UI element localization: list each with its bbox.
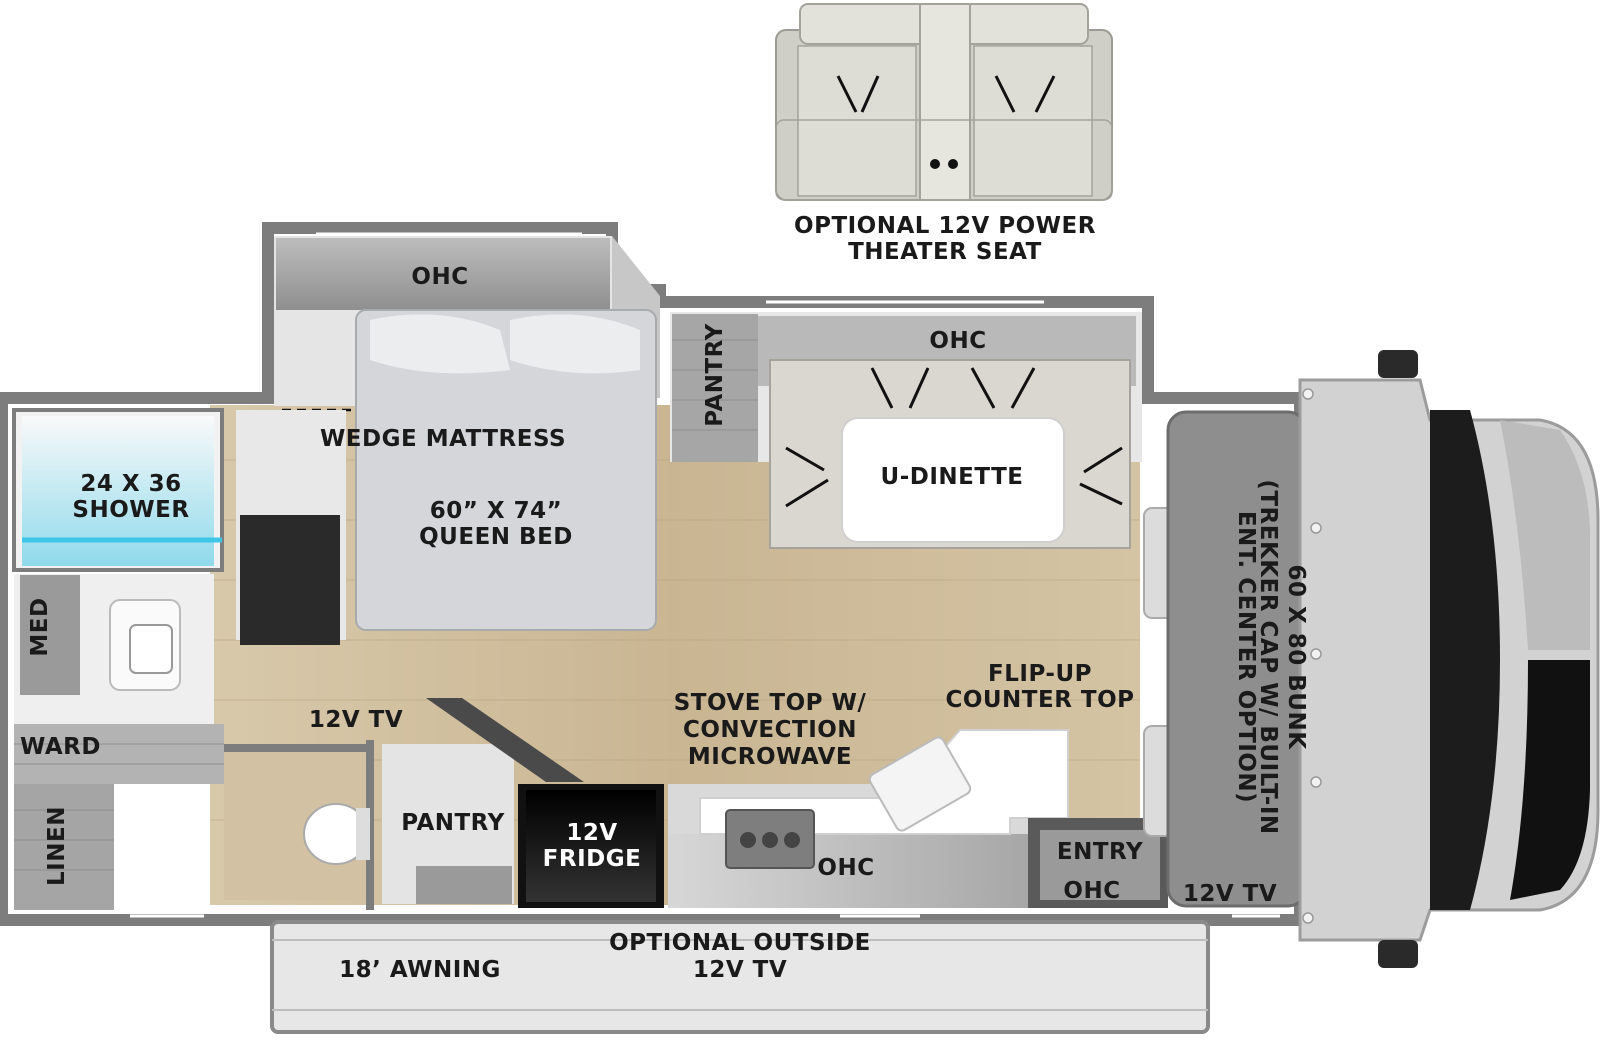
theater-seat	[775, 3, 1113, 201]
bedroom-tv-label: 12V TV	[308, 707, 404, 733]
bath-vanity	[14, 574, 214, 724]
entry-area	[1028, 818, 1168, 908]
ohc-dinette-label: OHC	[929, 328, 987, 354]
bunk-label-line3: ENT. CENTER OPTION)	[1233, 510, 1259, 804]
ohc-entry-label: OHC	[1063, 878, 1121, 904]
u-dinette-label: U-DINETTE	[880, 464, 1024, 490]
fridge-label-line1: 12V	[566, 820, 618, 846]
fridge	[518, 784, 664, 908]
awning-label: 18’ AWNING	[339, 957, 501, 983]
wedge-mattress-label: WEDGE MATTRESS	[319, 426, 567, 452]
wardrobe-linen	[14, 724, 224, 910]
awning	[270, 920, 1210, 1034]
pantry-lower-label: PANTRY	[401, 810, 505, 836]
vehicle-cab	[1298, 350, 1600, 968]
queen-bed	[236, 309, 657, 645]
fridge-label-line2: FRIDGE	[542, 846, 642, 872]
linen-label: LINEN	[44, 806, 70, 886]
pantry-lower	[382, 744, 514, 904]
queen-bed-label-line1: 60” X 74”	[429, 498, 563, 524]
shower-label-line1: 24 X 36	[80, 471, 182, 497]
galley-counter	[668, 729, 1069, 908]
toilet-room	[224, 740, 374, 910]
cab-tv-label: 12V TV	[1182, 881, 1278, 907]
queen-bed-label-line2: QUEEN BED	[419, 524, 573, 550]
med-label: MED	[27, 597, 53, 657]
stove-label-line3: MICROWAVE	[687, 744, 853, 770]
flip-up-counter-label-line1: FLIP-UP	[988, 661, 1092, 687]
window-markers	[130, 232, 1280, 918]
entry-label: ENTRY	[1056, 839, 1144, 865]
theater-seat-label-line2: THEATER SEAT	[848, 239, 1042, 265]
dinette-slideout	[670, 312, 1142, 549]
flip-up-counter-label-line2: COUNTER TOP	[945, 687, 1135, 713]
pantry-upper-label: PANTRY	[702, 323, 728, 427]
theater-seat-label-line1: OPTIONAL 12V POWER	[794, 213, 1096, 239]
bedroom-tv-mount	[426, 698, 584, 782]
ohc-galley-label: OHC	[817, 855, 875, 881]
ohc-bedroom-label: OHC	[411, 264, 469, 290]
ward-label: WARD	[20, 734, 101, 760]
bunk-label-line1: 60 X 80 BUNK	[1283, 564, 1309, 750]
stove-label-line2: CONVECTION	[682, 717, 858, 743]
outside-tv-label-line2: 12V TV	[692, 957, 788, 983]
outside-tv-label-line1: OPTIONAL OUTSIDE	[609, 930, 871, 956]
shower	[12, 408, 224, 572]
stove-label-line1: STOVE TOP W/	[673, 690, 867, 716]
shower-label-line2: SHOWER	[72, 497, 190, 523]
